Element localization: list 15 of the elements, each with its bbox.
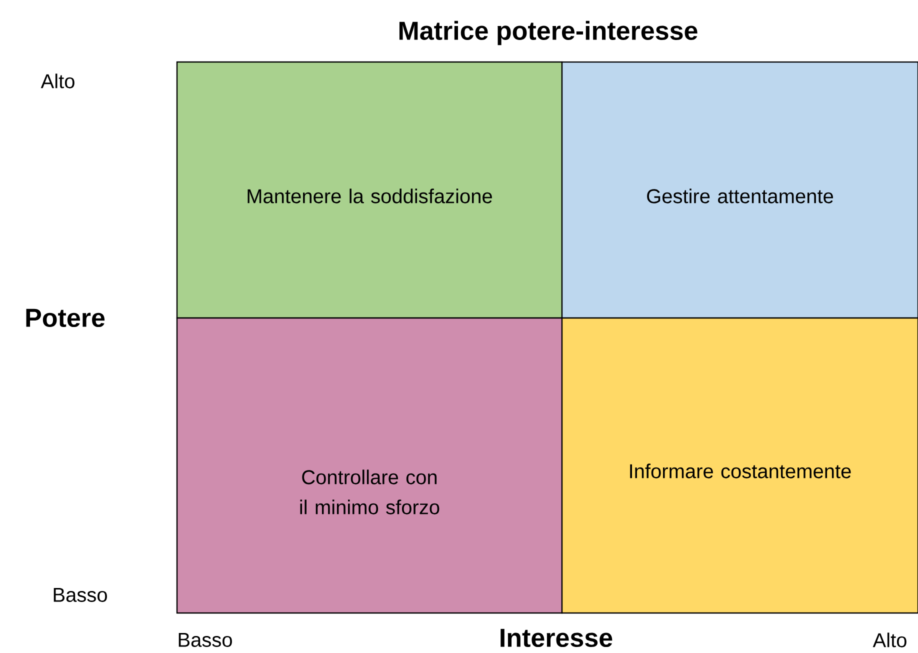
quadrant-text: Controllare con il minimo sforzo (300, 470, 440, 514)
quadrant (176, 317, 563, 614)
axis-label: Alto (40, 74, 74, 88)
quadrant-text: Mantenere la soddisfazione (248, 188, 492, 204)
axis-label: Basso (178, 633, 232, 647)
quadrant (561, 317, 918, 614)
quadrant-text: Informare costantemente (630, 464, 851, 478)
title: Matrice potere-interesse (399, 20, 698, 46)
quadrant (561, 61, 918, 319)
axis-title: Interesse (500, 628, 612, 648)
axis-label: Alto (872, 632, 906, 648)
axis-title: Potere (26, 308, 105, 328)
axis-label: Basso (54, 588, 107, 602)
quadrant-text: Gestire attentamente (647, 188, 834, 204)
quadrant (176, 61, 563, 319)
